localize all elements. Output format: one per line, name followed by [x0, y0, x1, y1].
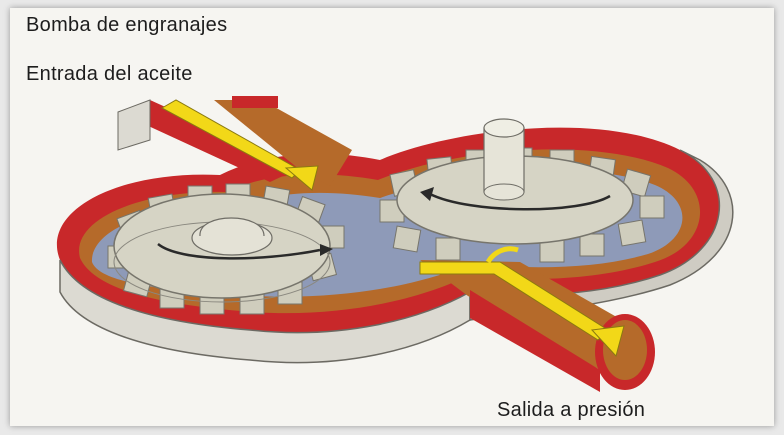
diagram-title: Bomba de engranajes [26, 14, 227, 37]
outlet-label: Salida a presión [497, 399, 645, 422]
inlet-label: Entrada del aceite [26, 63, 193, 86]
